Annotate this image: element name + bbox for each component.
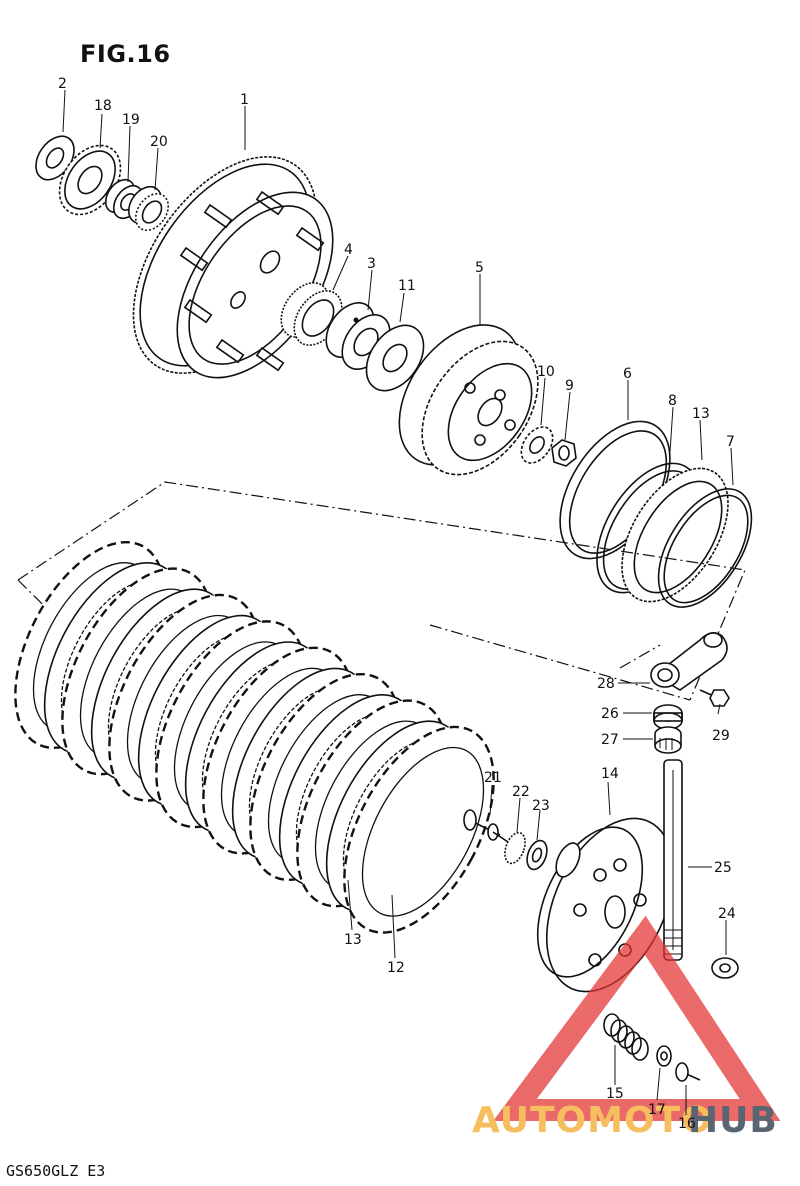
watermark-brand-hub: HUB [688, 1100, 778, 1141]
group-line-mid [429, 624, 691, 701]
callout-13-top: 13 [692, 406, 710, 422]
callout-5: 5 [475, 260, 484, 276]
part-28-release-arm [650, 632, 728, 691]
callout-2: 2 [58, 76, 67, 92]
part-17-washer [656, 1045, 672, 1067]
callout-3: 3 [367, 256, 376, 272]
part-15-clutch-spring [603, 1013, 649, 1061]
callout-13-bottom: 13 [344, 932, 362, 948]
callout-19: 19 [122, 112, 140, 128]
part-9-nut [551, 439, 577, 467]
callout-26: 26 [601, 706, 619, 722]
figure-title: FIG.16 [80, 40, 171, 68]
part-5-clutch-sleeve-hub [398, 324, 539, 476]
callout-20: 20 [150, 134, 168, 150]
callout-17: 17 [648, 1102, 666, 1118]
part-10-lock-washer [520, 426, 554, 464]
callout-4: 4 [344, 242, 353, 258]
callout-labels: 2 18 19 20 1 4 3 11 5 10 9 6 8 13 7 28 2… [58, 76, 736, 1132]
callout-16: 16 [678, 1116, 696, 1132]
callout-27: 27 [601, 732, 619, 748]
callout-24: 24 [718, 906, 736, 922]
part-29-bolt [699, 689, 730, 707]
group-line-arm [619, 644, 661, 669]
callout-12: 12 [387, 960, 405, 976]
part-24-nut [711, 957, 739, 979]
callout-11: 11 [398, 278, 416, 294]
watermark-brand-automoto: AUTOMOTO [472, 1100, 713, 1141]
part-16-bolt [675, 1062, 701, 1082]
part-3-sleeve [325, 302, 391, 370]
part-25-release-rack [663, 759, 683, 961]
callout-9: 9 [565, 378, 574, 394]
callout-leaders [62, 89, 734, 1115]
callout-8: 8 [668, 393, 677, 409]
part-23-thrust-washer [526, 839, 548, 871]
callout-22: 22 [512, 784, 530, 800]
drive-plate [343, 725, 495, 934]
part-7-spring-washer [657, 488, 753, 608]
callout-7: 7 [726, 434, 735, 450]
part-27-needle-bearing [654, 726, 682, 754]
part-21-push-piece [463, 809, 509, 843]
group-line-upper [17, 481, 746, 701]
callout-28: 28 [597, 676, 615, 692]
callout-21: 21 [484, 770, 502, 786]
callout-6: 6 [623, 366, 632, 382]
part-13-drive-plate-top [621, 467, 729, 603]
clutch-plate-stack [14, 540, 495, 934]
callout-1: 1 [240, 92, 249, 108]
automotohub-watermark: AUTOMOTO HUB [472, 915, 781, 1141]
part-20-needle-bearing [127, 185, 170, 232]
part-4-needle-bearing [280, 282, 343, 346]
callout-29: 29 [712, 728, 730, 744]
callout-14: 14 [601, 766, 619, 782]
callout-15: 15 [606, 1086, 624, 1102]
callout-10: 10 [537, 364, 555, 380]
part-1-clutch-housing [132, 156, 334, 379]
model-code: GS650GLZ E3 [6, 1162, 105, 1180]
callout-18: 18 [94, 98, 112, 114]
callout-25: 25 [714, 860, 732, 876]
callout-23: 23 [532, 798, 550, 814]
part-26-oil-seal [653, 704, 683, 730]
part-22-thrust-bearing [504, 831, 526, 865]
